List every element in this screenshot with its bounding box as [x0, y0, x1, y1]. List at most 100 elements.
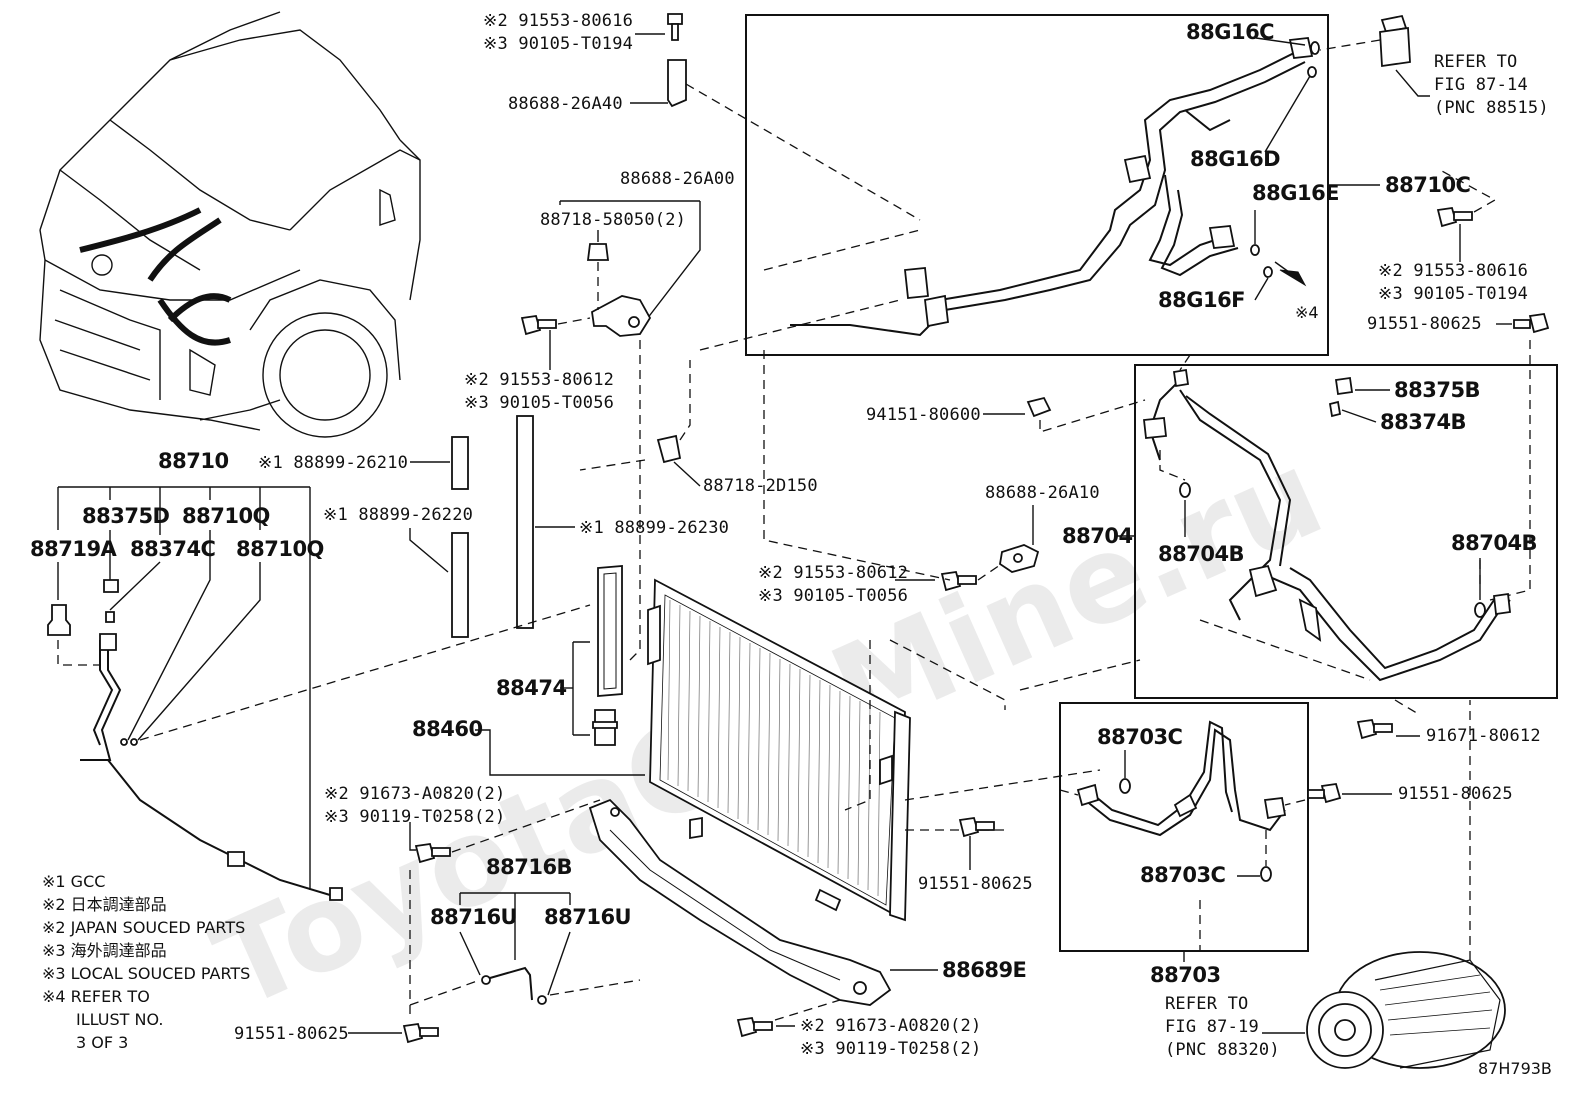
label-88g16e: 88G16E [1252, 181, 1339, 205]
bolt-91551-80625-center[interactable] [958, 816, 995, 838]
ref-fig8714-1: REFER TO [1434, 52, 1517, 72]
bolt-91551-80625-right-low[interactable] [1307, 782, 1342, 804]
cap-88375d[interactable] [103, 579, 119, 593]
o-ring-88703c-b[interactable] [1260, 866, 1272, 882]
label-bolt-top-2: ※2 91553-80616 [483, 11, 633, 31]
bolt-91553-80612-mid[interactable] [520, 314, 557, 336]
hose-88704[interactable] [1143, 368, 1511, 682]
label-88703c-b: 88703C [1140, 863, 1226, 887]
label-bolt-80625-d: 91551-80625 [1367, 314, 1482, 334]
bracket-88688-26A00[interactable] [591, 295, 652, 337]
bolt-91551-80625-left[interactable] [402, 1022, 439, 1044]
condenser-88460[interactable] [647, 578, 911, 922]
label-88703: 88703 [1150, 963, 1221, 987]
label-88710c: 88710C [1385, 173, 1471, 197]
pipe-88710c[interactable] [790, 37, 1314, 337]
figure-id: 87H793B [1478, 1059, 1552, 1078]
bolt-91551-80625-top-right[interactable] [1513, 312, 1550, 334]
legend-line-6: ※4 REFER TO [42, 987, 150, 1006]
label-bolt-low-2: ※2 91673-A0820(2) [324, 784, 505, 804]
label-bolt-bot-2: ※2 91673-A0820(2) [800, 1016, 981, 1036]
label-bolt-r2-2: ※2 91553-80612 [758, 563, 908, 583]
ref-fig8719-1: REFER TO [1165, 994, 1248, 1014]
label-88719a: 88719A [30, 537, 118, 561]
label-nut-80600: 94151-80600 [866, 405, 981, 425]
nut-94151-80600[interactable] [1026, 396, 1052, 418]
ref-fig8719-3: (PNC 88320) [1165, 1040, 1280, 1060]
label-88704b-a: 88704B [1158, 542, 1244, 566]
label-bolt-80625-a: 91551-80625 [234, 1024, 349, 1044]
label-clip-58050: 88718-58050(2) [540, 210, 686, 230]
core-88374b[interactable] [1328, 400, 1342, 418]
seal-88899-26230[interactable] [516, 415, 534, 629]
o-ring-88704b-a[interactable] [1179, 482, 1191, 498]
pipe-88710[interactable] [80, 633, 343, 901]
ref-fig8719-2: FIG 87-19 [1165, 1017, 1259, 1037]
label-88710: 88710 [158, 449, 229, 473]
label-bolt-mid-3: ※3 90105-T0056 [464, 393, 614, 413]
legend: ※1 GCC ※2 日本調達部品 ※2 JAPAN SOUCED PARTS ※… [42, 872, 250, 1052]
label-bolt-r2-3: ※3 90105-T0056 [758, 586, 908, 606]
core-88374c[interactable] [105, 611, 115, 623]
seal-88899-26210[interactable] [451, 436, 469, 490]
bolt-91553-80616-top[interactable] [667, 13, 683, 41]
bolt-91673-A0820-bottom[interactable] [736, 1016, 773, 1038]
o-ring-88703c-a[interactable] [1119, 778, 1131, 794]
label-clip-2d150: 88718-2D150 [703, 476, 818, 496]
sensor-88719a[interactable] [47, 604, 71, 636]
clip-88718-2D150[interactable] [656, 434, 682, 464]
ref-fig8714-3: (PNC 88515) [1434, 98, 1549, 118]
group-box-88704 [1134, 364, 1558, 699]
label-88474: 88474 [496, 676, 567, 700]
label-88g16c: 88G16C [1186, 20, 1274, 44]
label-bolt-mid-2: ※2 91553-80612 [464, 370, 614, 390]
label-88460: 88460 [412, 717, 483, 741]
support-88689E[interactable] [588, 798, 892, 1006]
label-88g16d: 88G16D [1190, 147, 1280, 171]
label-88375d: 88375D [82, 504, 170, 528]
bolt-91553-80616-right[interactable] [1436, 206, 1473, 228]
o-ring-88g16c[interactable] [1310, 41, 1320, 55]
o-ring-88704b-b[interactable] [1474, 602, 1486, 618]
o-ring-88g16d[interactable] [1307, 66, 1317, 78]
bolt-91553-80612-right[interactable] [940, 570, 977, 592]
label-bracket-26a00: 88688-26A00 [620, 169, 735, 189]
label-seal-26230: ※1 88899-26230 [579, 518, 729, 538]
label-88374b: 88374B [1380, 410, 1466, 434]
vehicle-front-illustration [39, 11, 421, 438]
label-seal-26220: ※1 88899-26220 [323, 505, 473, 525]
label-88704b-b: 88704B [1451, 531, 1537, 555]
cap-88375b[interactable] [1334, 376, 1354, 396]
label-bolt-80625-b: 91551-80625 [918, 874, 1033, 894]
compressor[interactable] [1306, 951, 1506, 1069]
legend-line-5: ※3 LOCAL SOUCED PARTS [42, 964, 250, 983]
pipe-88716b[interactable] [481, 966, 547, 1005]
clip-88718-58050[interactable] [586, 243, 610, 261]
label-88375b: 88375B [1394, 378, 1480, 402]
label-88716u-b: 88716U [544, 905, 631, 929]
label-88716u-a: 88716U [430, 905, 517, 929]
pressure-switch-ref[interactable] [1379, 14, 1411, 68]
hose-88703[interactable] [1076, 720, 1287, 837]
label-seal-26210: ※1 88899-26210 [258, 453, 408, 473]
legend-line-2: ※2 日本調達部品 [42, 895, 167, 914]
bolt-91671-80612[interactable] [1356, 718, 1393, 740]
arrow-ref-4 [1279, 269, 1307, 287]
bracket-88688-26A40[interactable] [667, 59, 687, 108]
receiver-88474[interactable] [592, 565, 623, 746]
legend-line-3: ※2 JAPAN SOUCED PARTS [42, 918, 245, 937]
label-88689e: 88689E [942, 958, 1026, 982]
legend-line-4: ※3 海外調達部品 [42, 941, 167, 960]
label-bolt-80625-c: 91551-80625 [1398, 784, 1513, 804]
o-ring-88g16f[interactable] [1263, 266, 1273, 278]
label-88716b: 88716B [486, 855, 572, 879]
bolt-91673-A0820-left[interactable] [414, 842, 451, 864]
bracket-88688-26A10[interactable] [999, 544, 1040, 573]
label-bracket-26a40: 88688-26A40 [508, 94, 623, 114]
seal-88899-26220[interactable] [451, 532, 469, 638]
o-ring-88g16e[interactable] [1250, 244, 1260, 256]
legend-line-1: ※1 GCC [42, 872, 105, 891]
label-bolt-bot-3: ※3 90119-T0258(2) [800, 1039, 981, 1059]
